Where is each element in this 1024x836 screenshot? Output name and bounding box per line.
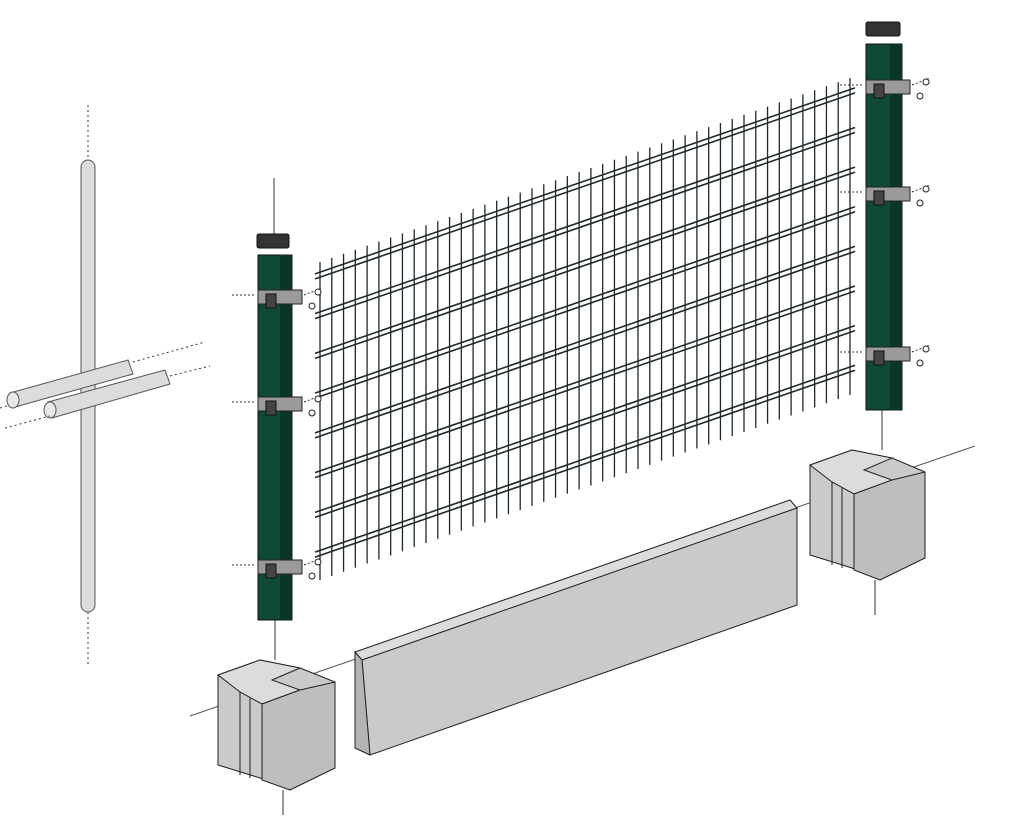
horizontal-wire xyxy=(314,329,856,519)
horizontal-wire xyxy=(314,206,856,394)
horizontal-wire xyxy=(314,290,856,479)
horizontal-wire xyxy=(314,126,856,315)
left-concrete-block xyxy=(216,659,336,815)
mounting-clip xyxy=(232,394,323,417)
mounting-clip xyxy=(840,77,931,100)
horizontal-wire xyxy=(314,131,856,320)
mesh-panel xyxy=(314,78,856,580)
horizontal-wire xyxy=(314,211,856,399)
horizontal-wire xyxy=(314,166,856,355)
rebar-cross-detail xyxy=(0,105,211,665)
horizontal-wire xyxy=(314,250,856,439)
mounting-clip xyxy=(840,184,931,207)
mounting-clip xyxy=(232,557,323,580)
right-concrete-block xyxy=(808,449,926,615)
horizontal-wire xyxy=(314,324,856,514)
left-post xyxy=(256,178,293,660)
mounting-clip xyxy=(840,344,931,367)
mounting-clip xyxy=(232,287,323,310)
concrete-base-slab xyxy=(354,499,798,756)
horizontal-wire xyxy=(314,364,856,553)
horizontal-wire xyxy=(314,285,856,474)
horizontal-wire xyxy=(314,245,856,434)
horizontal-wire xyxy=(314,87,856,275)
post-cap xyxy=(256,233,290,249)
horizontal-wire xyxy=(314,92,856,280)
horizontal-wire xyxy=(314,369,856,558)
post-cap xyxy=(865,21,901,37)
horizontal-wire xyxy=(314,171,856,360)
